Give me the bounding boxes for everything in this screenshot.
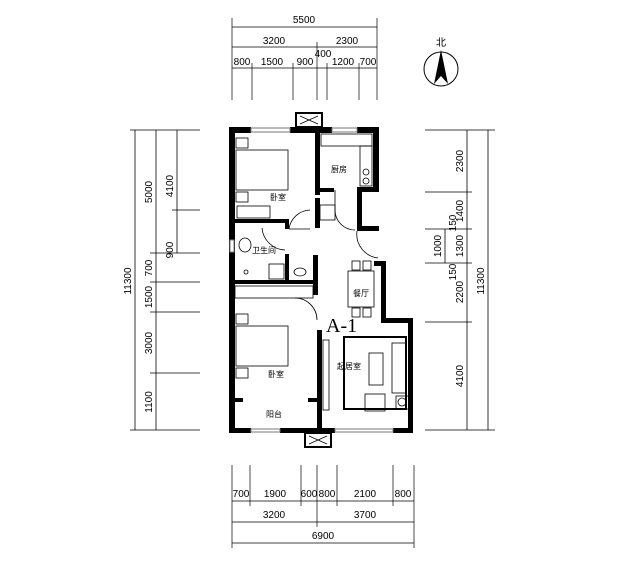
dim-right-total: 11300 bbox=[476, 267, 487, 295]
dim-left-detail: 4100 bbox=[165, 174, 176, 197]
dim-right-mid: 1300 bbox=[455, 234, 466, 257]
room-label-bedroom-bottom: 卧室 bbox=[268, 369, 284, 379]
dim-top-total: 5500 bbox=[293, 15, 316, 26]
dim-left-mid: 3000 bbox=[144, 331, 155, 354]
dim-top-detail: 700 bbox=[360, 57, 377, 68]
right-dimensions: 2300 1400 1300 2200 4100 11300 1000 150 … bbox=[425, 129, 495, 431]
dim-top-detail: 900 bbox=[297, 57, 314, 68]
dim-bottom-detail: 800 bbox=[395, 489, 412, 500]
dim-right-mid: 1400 bbox=[455, 199, 466, 222]
dim-left-total: 11300 bbox=[123, 267, 134, 295]
vent-top bbox=[295, 112, 323, 128]
room-label-living: 起居室 bbox=[337, 361, 361, 371]
dim-top-detail: 1200 bbox=[332, 57, 355, 68]
room-label-dining: 餐厅 bbox=[353, 289, 369, 298]
dim-bottom-mid: 3200 bbox=[263, 510, 286, 521]
dim-bottom-total: 6900 bbox=[312, 531, 335, 542]
dim-left-mid: 700 bbox=[144, 259, 155, 276]
dim-bottom-detail: 800 bbox=[319, 489, 336, 500]
bottom-dimensions: 700 1900 600 800 2100 800 3200 3700 6900 bbox=[231, 465, 415, 548]
vent-bottom bbox=[304, 432, 332, 448]
dim-left-detail: 900 bbox=[165, 241, 176, 258]
plan-type-label: A-1 bbox=[326, 315, 357, 337]
dim-right-detail: 150 bbox=[448, 263, 459, 280]
room-label-kitchen: 厨房 bbox=[331, 164, 347, 174]
dim-right-detail: 150 bbox=[448, 214, 459, 231]
left-dimensions: 11300 5000 700 1500 3000 1100 4100 900 bbox=[123, 129, 200, 431]
dim-bottom-mid: 3700 bbox=[354, 510, 377, 521]
walls bbox=[229, 127, 413, 433]
dim-right-mid: 4100 bbox=[455, 364, 466, 387]
north-label: 北 bbox=[436, 37, 446, 49]
doors bbox=[261, 190, 379, 321]
dim-bottom-detail: 1900 bbox=[264, 489, 287, 500]
dim-top-detail: 400 bbox=[315, 49, 332, 60]
room-label-balcony: 阳台 bbox=[266, 409, 282, 419]
dim-bottom-detail: 600 bbox=[301, 489, 318, 500]
north-arrow: 北 bbox=[423, 37, 459, 87]
dim-right-mid: 2300 bbox=[455, 149, 466, 172]
dim-left-mid: 5000 bbox=[144, 180, 155, 203]
dim-right-mid: 2200 bbox=[455, 280, 466, 303]
windows bbox=[229, 127, 394, 433]
dim-left-mid: 1100 bbox=[144, 391, 155, 413]
dim-right-detail: 1000 bbox=[433, 234, 444, 257]
dim-top-mid: 3200 bbox=[263, 36, 286, 47]
dim-bottom-detail: 2100 bbox=[354, 489, 377, 500]
dim-top-detail: 1500 bbox=[261, 57, 284, 68]
room-label-bathroom: 卫生间 bbox=[252, 245, 276, 255]
dim-top-detail: 800 bbox=[234, 57, 251, 68]
room-labels: 卧室 厨房 卫生间 餐厅 起居室 卧室 阳台 A-1 bbox=[252, 164, 369, 419]
dim-bottom-detail: 700 bbox=[233, 489, 250, 500]
top-dimensions: 5500 3200 2300 800 1500 900 400 1200 700 bbox=[231, 15, 378, 100]
room-label-bedroom-top: 卧室 bbox=[270, 192, 286, 202]
dim-top-mid: 2300 bbox=[336, 36, 359, 47]
furniture bbox=[234, 133, 410, 412]
dim-left-mid: 1500 bbox=[144, 285, 155, 308]
